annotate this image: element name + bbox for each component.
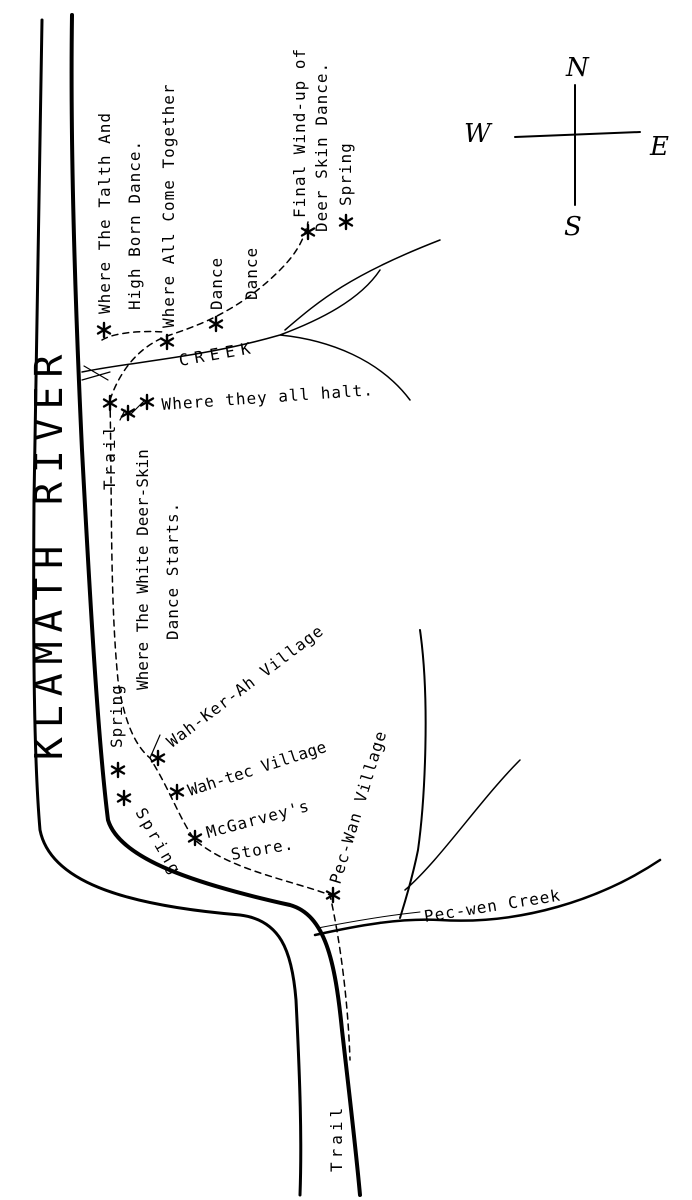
compass-we — [514, 131, 641, 138]
star-marker-icon — [338, 213, 354, 231]
label-dance-starts: Dance Starts. — [163, 502, 182, 640]
label-deer-skin-dance: Deer Skin Dance. — [312, 62, 331, 232]
label-mcgarveys: McGarvey's — [204, 796, 312, 842]
pec-wen-creek-inner — [317, 911, 421, 929]
label-trail-bottom: Trail — [327, 1104, 346, 1172]
trail-upper — [101, 221, 351, 1061]
label-trail-top: Trail — [100, 422, 119, 490]
label-final-wind-up: Final Wind-up of — [290, 48, 309, 218]
label-dance-2: Dance — [242, 247, 261, 300]
label-where-all-come-together: Where All Come Together — [159, 83, 178, 328]
star-marker-icon — [96, 321, 112, 339]
star-marker-icon — [102, 394, 118, 412]
label-pec-wan-village: Pec-Wan Village — [326, 728, 391, 886]
star-marker-icon — [110, 761, 126, 779]
star-marker-icon — [116, 789, 132, 807]
river-right-bank — [69, 13, 362, 1197]
river-left-bank — [32, 18, 303, 1197]
star-marker-icon — [169, 783, 185, 801]
label-white-deer-skin: Where The White Deer-Skin — [133, 449, 152, 690]
compass-north: N — [565, 53, 590, 83]
creek-mouth — [81, 365, 111, 381]
label-where-they-all-halt: Where they all halt. — [161, 380, 374, 414]
label-wah-ker-ah-village: Wah-Ker-Ah Village — [163, 621, 327, 751]
label-store: Store. — [229, 834, 295, 864]
label-dance-1: Dance — [207, 257, 226, 310]
compass-south: S — [564, 212, 582, 242]
label-spring-top: Spring — [336, 142, 355, 206]
star-marker-icon — [150, 749, 166, 767]
label-high-born-dance: High Born Dance. — [125, 140, 144, 310]
label-wah-tec-village: Wah-tec Village — [185, 737, 328, 800]
compass-west: W — [464, 119, 493, 149]
creek-upper — [81, 239, 441, 401]
east-stream-branch — [404, 759, 521, 891]
label-spring-mid: Spring — [107, 684, 126, 748]
label-creek: CREEK — [177, 338, 257, 370]
label-talth-dance: Where The Talth And — [95, 112, 114, 314]
star-marker-icon — [159, 333, 175, 351]
label-spring-low: Spring — [132, 805, 186, 880]
pec-wen-creek — [313, 858, 662, 937]
east-stream — [399, 629, 427, 919]
river-label: KLAMATH RIVER — [27, 346, 71, 760]
compass-east: E — [649, 132, 669, 162]
